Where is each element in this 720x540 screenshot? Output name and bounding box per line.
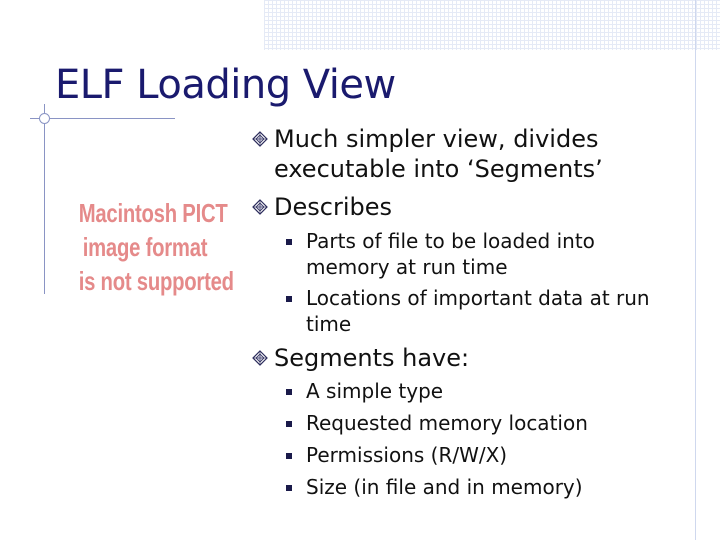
square-bullet-icon <box>286 421 292 427</box>
square-bullet-icon <box>286 389 292 395</box>
diamond-bullet-icon <box>252 199 268 215</box>
subbullet-text-line: memory at run time <box>306 255 508 279</box>
subbullet-text-line: A simple type <box>306 379 444 403</box>
bullet-text-line: Describes <box>274 193 392 221</box>
square-bullet-icon <box>286 239 292 245</box>
slide-title: ELF Loading View <box>55 62 396 108</box>
bullet-text-line: executable into ‘Segments’ <box>274 155 603 183</box>
placeholder-line-3: is not supported <box>78 266 234 296</box>
diamond-bullet-icon <box>252 131 268 147</box>
placeholder-line-1: Macintosh PICT <box>78 198 228 228</box>
square-bullet-icon <box>286 453 292 459</box>
subbullet-text-line: Size (in file and in memory) <box>306 475 583 499</box>
square-bullet-icon <box>286 296 292 302</box>
subbullet-text-line: Permissions (R/W/X) <box>306 443 508 467</box>
background-grid-decoration <box>264 0 720 50</box>
bullet-text-line: Much simpler view, divides <box>274 125 599 153</box>
background-vertical-rule <box>695 0 696 540</box>
placeholder-line-2: image format <box>82 232 208 262</box>
bullet-text-line: Segments have: <box>274 344 470 372</box>
subbullet-text-line: Parts of file to be loaded into <box>306 229 595 253</box>
diamond-bullet-icon <box>252 350 268 366</box>
left-vertical-rule <box>44 104 45 294</box>
subbullet-text-line: Locations of important data at run <box>306 286 650 310</box>
square-bullet-icon <box>286 485 292 491</box>
unsupported-image-placeholder: Macintosh PICT image format is not suppo… <box>60 196 234 306</box>
title-underline-rule <box>30 118 175 119</box>
subbullet-text-line: time <box>306 312 352 336</box>
subbullet-text-line: Requested memory location <box>306 411 588 435</box>
rule-circle-ornament <box>39 113 50 124</box>
